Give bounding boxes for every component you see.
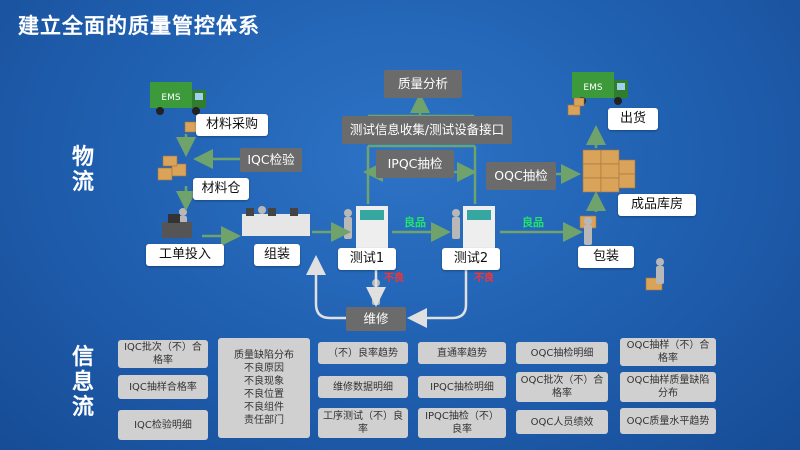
info-box-text: OQC抽样（不）合格率 (626, 340, 710, 364)
material-purchase-label: 材料采购 (196, 114, 268, 136)
info-box: OQC人员绩效 (516, 410, 608, 434)
info-box-text: IPQC抽检（不）良率 (425, 411, 499, 435)
info-box-text: IQC抽样合格率 (129, 381, 197, 393)
side-char: 流 (71, 395, 94, 420)
info-box: OQC抽检明细 (516, 342, 608, 364)
info-box-text: 不良组件 (244, 402, 284, 413)
repair-label: 维修 (346, 307, 406, 331)
info-box: OQC抽样（不）合格率 (620, 338, 716, 366)
side-label-physical-flow: 物 流 (70, 145, 96, 195)
test2-label: 测试2 (442, 248, 500, 270)
info-box: IQC检验明细 (118, 410, 208, 440)
info-box-text: OQC抽检明细 (530, 347, 594, 359)
side-char: 流 (71, 170, 94, 195)
info-box: （不）良率趋势 (318, 342, 408, 364)
good-label: 良品 (404, 216, 426, 229)
info-box-text: 不良位置 (244, 389, 284, 400)
info-box-text: （不）良率趋势 (328, 347, 398, 359)
page-title: 建立全面的质量管控体系 (18, 14, 260, 38)
info-box-text: 责任部门 (244, 415, 284, 426)
good-label: 良品 (522, 216, 544, 229)
info-box-text: OQC人员绩效 (530, 416, 594, 428)
info-box-text: IPQC抽检明细 (430, 381, 494, 393)
truck-icon: EMS (572, 72, 628, 105)
shipping-label: 出货 (608, 108, 658, 130)
info-box-text: OQC抽样质量缺陷分布 (626, 375, 710, 399)
info-box-text: 不良现象 (244, 376, 284, 387)
finished-warehouse-label: 成品库房 (618, 194, 696, 216)
info-box-text: IQC批次（不）合格率 (124, 342, 202, 366)
quality-analysis-label: 质量分析 (384, 70, 462, 98)
side-char: 信 (71, 345, 94, 370)
info-box: IQC批次（不）合格率 (118, 340, 208, 368)
info-box: IQC抽样合格率 (118, 375, 208, 399)
info-box: 维修数据明细 (318, 376, 408, 398)
info-box: 直通率趋势 (418, 342, 506, 364)
bad-label: 不良 (474, 273, 494, 284)
info-box-text: 质量缺陷分布 (234, 350, 294, 361)
side-char: 物 (71, 145, 94, 170)
info-box-text: IQC检验明细 (134, 419, 192, 431)
work-order-label: 工单投入 (146, 244, 224, 266)
info-box: OQC抽样质量缺陷分布 (620, 372, 716, 402)
test1-label: 测试1 (338, 248, 396, 270)
info-box-text: 不良原因 (244, 363, 284, 374)
defect-distribution-box: 质量缺陷分布 不良原因 不良现象 不良位置 不良组件 责任部门 (218, 338, 310, 438)
side-label-info-flow: 信 息 流 (70, 345, 96, 420)
box-stack-icon (157, 97, 663, 291)
info-box-text: OQC批次（不）合格率 (520, 375, 604, 399)
truck-icon: EMS (150, 82, 206, 115)
truck-label: EMS (161, 93, 180, 103)
info-box-text: OQC质量水平趋势 (626, 415, 710, 427)
workstation-icon (162, 206, 495, 248)
oqc-sample-label: OQC抽检 (486, 162, 556, 190)
info-box-text: 工序测试（不）良率 (323, 411, 403, 435)
ipqc-sample-label: IPQC抽检 (376, 150, 454, 178)
info-box: OQC批次（不）合格率 (516, 372, 608, 402)
info-box: IPQC抽检（不）良率 (418, 408, 506, 438)
side-char: 息 (71, 370, 94, 395)
test-info-collect-label: 测试信息收集/测试设备接口 (342, 116, 512, 144)
info-box-text: 维修数据明细 (333, 381, 393, 393)
material-warehouse-label: 材料仓 (193, 178, 249, 200)
info-box: 工序测试（不）良率 (318, 408, 408, 438)
info-box-text: 直通率趋势 (437, 347, 487, 359)
info-box: OQC质量水平趋势 (620, 408, 716, 434)
packing-label: 包装 (578, 246, 634, 268)
iqc-inspect-label: IQC检验 (240, 148, 302, 172)
truck-label: EMS (583, 83, 602, 93)
assembly-label: 组装 (254, 244, 300, 266)
bad-label: 不良 (384, 273, 404, 284)
info-box: IPQC抽检明细 (418, 376, 506, 398)
